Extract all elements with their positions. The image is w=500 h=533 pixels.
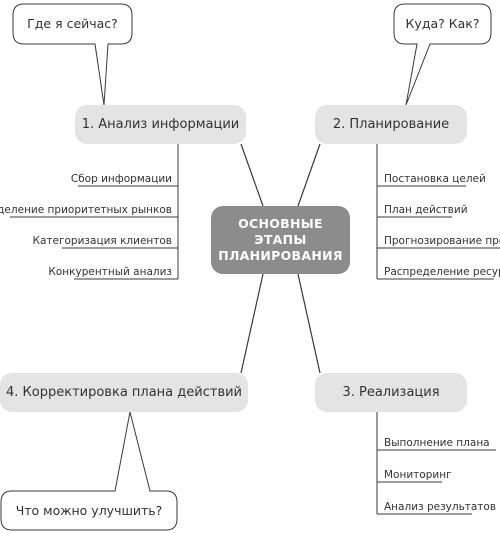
stage-correction: 4. Корректировка плана действий bbox=[0, 373, 248, 412]
bracket-stage-3 bbox=[376, 412, 496, 515]
sub-item-implementation-2: Мониторинг bbox=[384, 469, 452, 481]
stage-planning: 2. Планирование bbox=[315, 105, 467, 144]
stage-planning-label: 2. Планирование bbox=[332, 117, 450, 132]
sub-item-implementation-3: Анализ результатов bbox=[384, 501, 497, 513]
center-title: ОСНОВНЫЕ ЭТАПЫ ПЛАНИРОВАНИЯ bbox=[218, 216, 343, 263]
sub-item-analysis-2: Определение приоритетных рынков bbox=[0, 204, 172, 216]
speech-bubble-2 bbox=[393, 3, 492, 106]
center-node: ОСНОВНЫЕ ЭТАПЫ ПЛАНИРОВАНИЯ bbox=[211, 206, 350, 274]
stage-analysis-label: 1. Анализ информации bbox=[81, 117, 240, 132]
sub-item-planning-2: План действий bbox=[384, 204, 468, 216]
sub-item-planning-1: Постановка целей bbox=[384, 173, 486, 185]
stage-analysis: 1. Анализ информации bbox=[75, 105, 246, 144]
speech-bubble-3 bbox=[0, 411, 178, 531]
sub-item-analysis-3: Категоризация клиентов bbox=[32, 235, 172, 247]
connector-stage-2 bbox=[297, 143, 321, 207]
bubble-where-am-i: Где я сейчас? bbox=[27, 16, 118, 31]
connector-stage-3 bbox=[297, 273, 321, 374]
connector-stage-4 bbox=[240, 273, 264, 374]
bracket-stage-2 bbox=[376, 144, 500, 280]
sub-item-implementation-1: Выполнение плана bbox=[384, 437, 490, 449]
sub-item-planning-3: Прогнозирование продаж bbox=[384, 235, 500, 247]
connector-stage-1 bbox=[240, 143, 264, 207]
bracket-stage-1 bbox=[10, 144, 179, 280]
stage-implementation-label: 3. Реализация bbox=[342, 385, 440, 400]
sub-item-planning-4: Распределение ресурсов bbox=[384, 266, 500, 278]
sub-item-analysis-1: Сбор информации bbox=[70, 173, 172, 185]
speech-bubble-1 bbox=[12, 3, 133, 106]
stage-correction-label: 4. Корректировка плана действий bbox=[6, 385, 242, 400]
sub-item-analysis-4: Конкурентный анализ bbox=[48, 266, 172, 278]
stage-implementation: 3. Реализация bbox=[315, 373, 467, 412]
bubble-what-to-improve: Что можно улучшить? bbox=[15, 503, 163, 518]
bubble-where-how: Куда? Как? bbox=[405, 16, 480, 31]
